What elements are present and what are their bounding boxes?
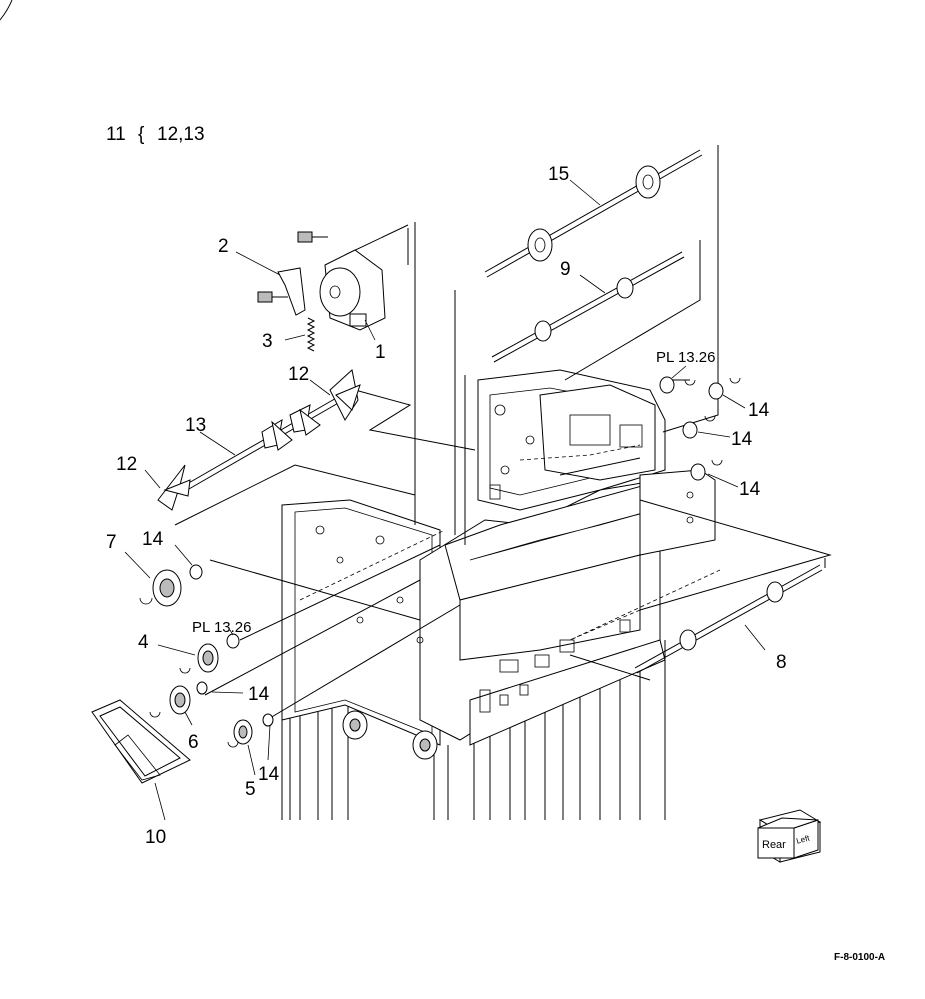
gear-7 [139,569,182,607]
frame-pulleys [342,710,438,760]
callout-4: 4 [138,632,149,653]
callout-7: 7 [106,532,117,553]
header-parent: 11 [106,124,126,145]
leader-lines [174,145,832,719]
bushing-pl-right [659,376,696,394]
corner-mark [0,0,13,21]
callout-15: 15 [548,164,569,185]
chassis-frame [281,369,716,820]
shaft-13 [157,369,361,511]
cube-rear-label: Rear [762,839,786,851]
callout-5: 5 [245,779,256,800]
shaft-15 [484,149,703,278]
gear-train [91,564,274,784]
callout-1: 1 [375,342,386,363]
spring-3 [306,317,316,352]
figure-id: F-8-0100-A [834,952,885,963]
header-brace: { [138,124,145,145]
ref-pl-left: PL 13.26 [192,619,252,636]
ref-pl-top: PL 13.26 [656,349,716,366]
bushing-14-r1 [708,377,741,400]
callout-12-left: 12 [116,454,137,475]
right-bushings [659,376,741,481]
callout-8: 8 [776,652,787,673]
callout-14-right-1: 14 [748,400,770,421]
callout-10: 10 [145,827,166,848]
callout-14-right-3: 14 [739,479,761,500]
shaft-9 [491,251,685,363]
callout-14-left-bottom: 14 [258,764,280,785]
callout-13: 13 [185,415,206,436]
motor-assembly [257,231,386,352]
callout-labels: 1 2 3 4 5 6 7 8 9 10 12 12 13 14 14 14 1… [106,164,787,848]
paddle-12-right [329,369,361,422]
callout-3: 3 [262,331,273,352]
assembly-header: 11 { 12,13 [106,124,205,145]
callout-leaders [124,179,766,821]
callout-6: 6 [188,732,199,753]
callout-9: 9 [560,259,571,280]
screw [257,231,328,303]
callout-14-left-top: 14 [142,529,164,550]
gear-5 [227,713,274,748]
belt-10 [91,699,191,784]
callout-14-left-mid: 14 [248,684,270,705]
bushing-14-r2 [682,415,716,439]
cube-left-label: Left [795,833,811,845]
paddle-12-left [157,464,191,511]
bushing-pl-left [226,633,240,649]
orientation-cube: Rear Left [757,809,822,863]
gear-4 [179,643,219,674]
bushing-14-left-top [189,564,203,580]
gear-6 [149,681,208,718]
paddle-wheels [261,404,321,451]
bushing-14-r3 [690,459,723,481]
callout-14-right-2: 14 [731,429,753,450]
callout-12-right: 12 [288,364,309,385]
frame-holes [315,404,694,713]
header-children: 12,13 [157,124,205,145]
shaft-8 [634,564,823,674]
callout-2: 2 [218,236,229,257]
plate-references: PL 13.26 PL 13.26 [192,349,716,636]
